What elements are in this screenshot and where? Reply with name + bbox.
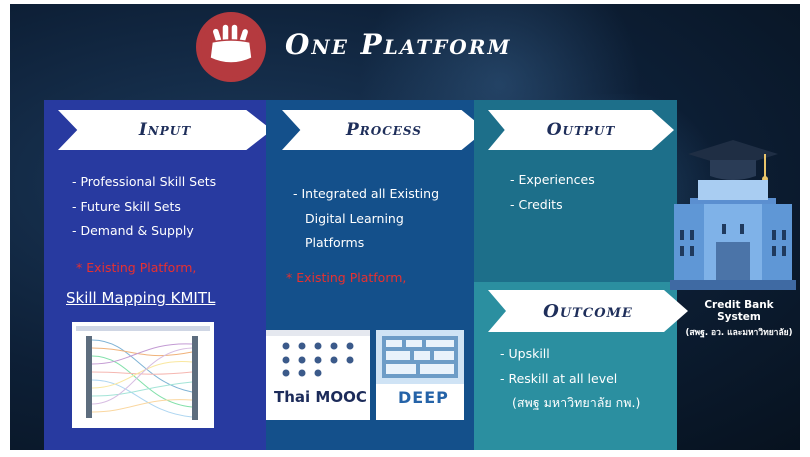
skill-mapping-link[interactable]: Skill Mapping KMITL: [66, 289, 216, 307]
list-item: - Reskill at all level: [500, 370, 618, 386]
list-item: (สพฐ มหาวิทยาลัย กพ.): [512, 395, 641, 410]
process-note: * Existing Platform,: [286, 270, 407, 285]
university-building-icon: [668, 140, 798, 290]
output-heading: Output: [488, 110, 674, 150]
deep-screenshot: DEEP: [376, 330, 464, 420]
credit-bank-sub: (สพฐ. อว. และมหาวิทยาลัย): [685, 328, 793, 338]
deep-logo: DEEP: [398, 388, 449, 407]
input-note: * Existing Platform,: [76, 260, 197, 275]
skill-mapping-screenshot: [72, 322, 214, 428]
outcome-heading: Outcome: [488, 290, 688, 332]
list-item: - Professional Skill Sets: [72, 174, 217, 189]
thai-mooc-logo: Thai MOOC: [274, 388, 367, 406]
list-item: - Integrated all Existing: [293, 186, 440, 201]
list-item: - Future Skill Sets: [72, 198, 181, 214]
output-list: - Experiences - Credits: [510, 168, 595, 217]
outcome-list: - Upskill - Reskill at all level (สพฐ มห…: [500, 342, 640, 416]
list-item: Digital Learning: [305, 210, 404, 226]
credit-bank-caption: Credit Bank System (สพฐ. อว. และมหาวิทยา…: [681, 299, 797, 339]
process-list: - Integrated all Existing Digital Learni…: [293, 182, 439, 256]
process-heading: Process: [282, 110, 486, 150]
page-title: One Platform: [285, 28, 512, 61]
hands-together-icon: [196, 12, 266, 82]
list-item: - Experiences: [510, 172, 595, 187]
list-item: Platforms: [305, 235, 365, 250]
slide: One Platform Input - Professional Skill …: [10, 4, 800, 450]
thai-mooc-screenshot: Thai MOOC: [266, 330, 370, 420]
list-item: - Credits: [510, 196, 563, 212]
list-item: - Demand & Supply: [72, 223, 194, 238]
input-list: - Professional Skill Sets - Future Skill…: [72, 170, 216, 244]
list-item: - Upskill: [500, 346, 550, 361]
credit-bank-label: Credit Bank System: [704, 299, 774, 323]
input-heading: Input: [58, 110, 272, 150]
